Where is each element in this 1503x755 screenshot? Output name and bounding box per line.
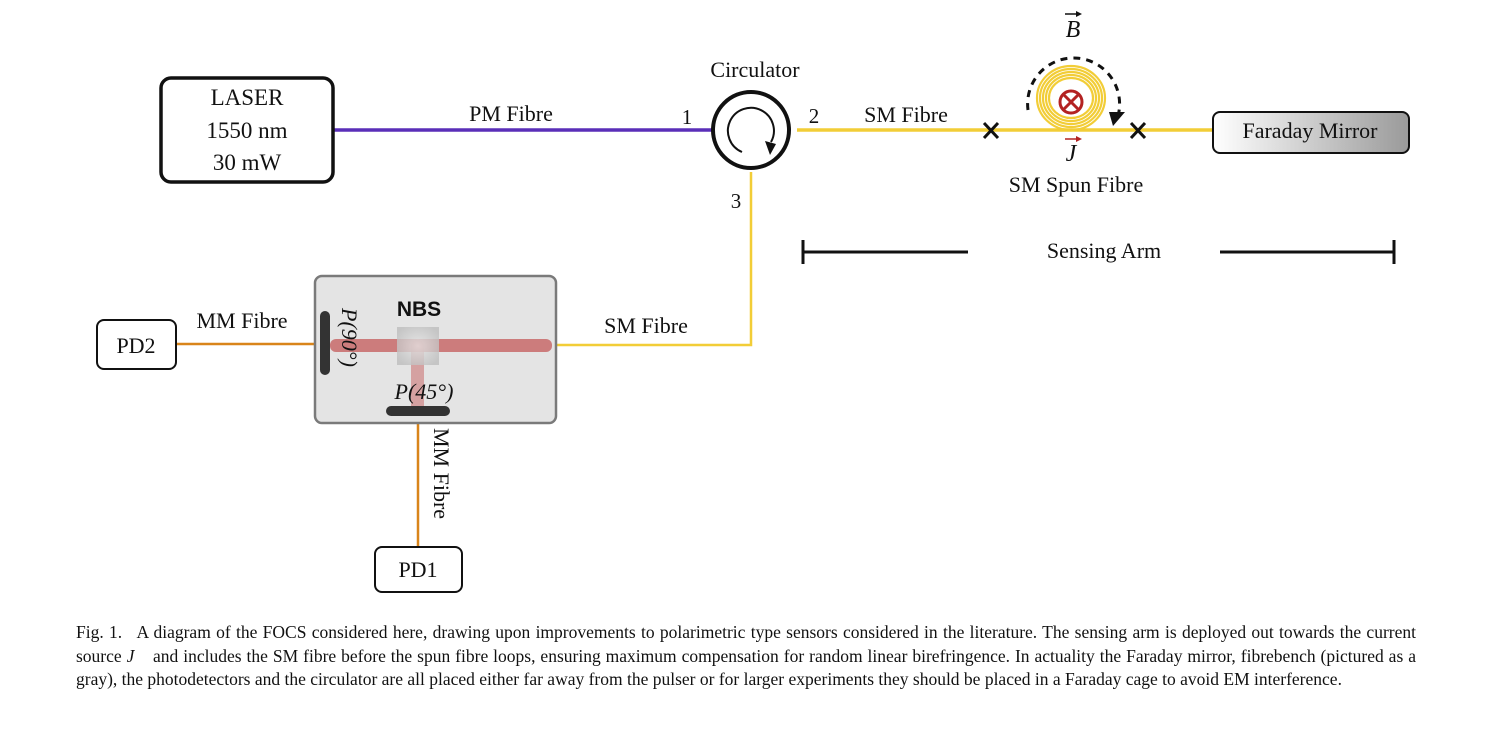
- laser-power: 30 mW: [213, 150, 282, 175]
- magnetic-field-loop: [1026, 56, 1122, 117]
- caption-label: Fig. 1.: [76, 622, 123, 642]
- nbs-label: NBS: [397, 298, 441, 321]
- faraday-mirror-label: Faraday Mirror: [1242, 118, 1378, 143]
- focs-diagram: LASER 1550 nm 30 mW PM Fibre Circulator …: [96, 11, 1410, 593]
- polariser-90-label: P(90°): [337, 307, 362, 367]
- sensing-arm-label: Sensing Arm: [1047, 238, 1161, 263]
- beam-horizontal: [330, 339, 552, 352]
- port-1: 1: [682, 105, 693, 129]
- circulator-label: Circulator: [710, 57, 800, 82]
- pd2-box: [96, 319, 177, 370]
- current-into-page-icon: [1058, 89, 1084, 115]
- sensing-arm-bracket: [801, 240, 1396, 264]
- caption-current-symbol: J⃗: [127, 646, 148, 666]
- pd1-label: PD1: [398, 557, 437, 582]
- circulator-arrowhead-icon: [765, 141, 776, 155]
- b-vector-arrow-icon: [1065, 11, 1082, 17]
- j-vector-arrow-icon: [1065, 136, 1082, 142]
- pd2-label: PD2: [116, 333, 155, 358]
- j-current-label: J: [1066, 141, 1078, 167]
- laser-wavelength: 1550 nm: [206, 118, 287, 143]
- pd1-box: [374, 546, 463, 593]
- pm-fibre-label: PM Fibre: [469, 101, 553, 126]
- field-arrowhead-icon: [1109, 112, 1125, 126]
- b-field-label: B: [1066, 17, 1081, 43]
- sm-fibre-bottom: [556, 172, 753, 347]
- spun-fibre-label: SM Spun Fibre: [1009, 172, 1143, 197]
- figure-caption: Fig. 1. A diagram of the FOCS considered…: [76, 621, 1416, 692]
- mm-fibre-down-label: MM Fibre: [429, 428, 454, 519]
- port-3: 3: [731, 189, 742, 213]
- caption-j: J: [126, 645, 149, 666]
- sm-fibre-top-label: SM Fibre: [864, 102, 948, 127]
- splice-left-icon: [982, 121, 1000, 140]
- beam-splitter: [397, 327, 439, 365]
- polariser-45: [386, 406, 450, 416]
- splice-right-icon: [1129, 121, 1147, 140]
- caption-text-part2: and includes the SM fibre before the spu…: [76, 645, 1416, 690]
- laser-label: LASER: [211, 85, 285, 110]
- mm-fibre-left-label: MM Fibre: [196, 308, 287, 333]
- circulator: [711, 90, 791, 170]
- polariser-45-label: P(45°): [394, 379, 454, 404]
- laser-box: [159, 76, 335, 184]
- polariser-90: [320, 311, 330, 375]
- sm-fibre-bottom-label: SM Fibre: [604, 313, 688, 338]
- port-2: 2: [809, 104, 820, 128]
- caption-text-part1: A diagram of the FOCS considered here, d…: [76, 622, 1416, 666]
- circulator-arrow-icon: [726, 106, 775, 153]
- faraday-mirror-box: [1212, 111, 1410, 154]
- spun-fibre-coil: [1035, 64, 1107, 132]
